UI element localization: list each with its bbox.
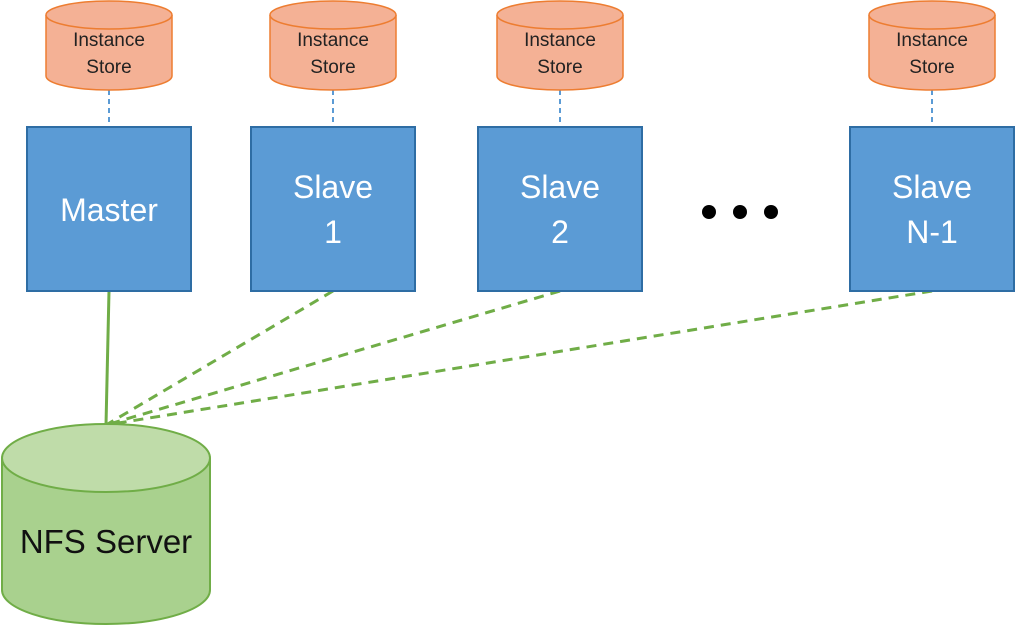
instance-store-label-line1: Instance bbox=[896, 30, 968, 51]
instance-store-label-line2: Store bbox=[537, 57, 582, 78]
instance-store-1: Instance Store bbox=[269, 0, 397, 91]
node-slave-1-label-line1: Slave bbox=[293, 169, 373, 205]
node-master-label: Master bbox=[60, 192, 158, 228]
node-slave-n-1-label-line1: Slave bbox=[892, 169, 972, 205]
instance-store-label-line1: Instance bbox=[524, 30, 596, 51]
instance-store-label-line2: Store bbox=[909, 57, 954, 78]
node-slave-n-1-label-line2: N-1 bbox=[906, 214, 958, 250]
nfs-links bbox=[104, 289, 933, 427]
node-slave-1-label-line2: 1 bbox=[324, 214, 342, 250]
node-slave-n-1: Slave N-1 bbox=[849, 126, 1015, 292]
store-connectors bbox=[108, 90, 933, 127]
instance-store-0: Instance Store bbox=[45, 0, 173, 91]
nfs-server: NFS Server bbox=[0, 423, 211, 625]
node-slave-2-label-line1: Slave bbox=[520, 169, 600, 205]
node-slave-2: Slave 2 bbox=[477, 126, 643, 292]
ellipsis-dot bbox=[764, 205, 778, 219]
nfs-server-label: NFS Server bbox=[20, 523, 192, 560]
nfs-link-master bbox=[104, 290, 111, 426]
nfs-link-slave-n-1 bbox=[105, 289, 933, 427]
node-slave-2-label-line2: 2 bbox=[551, 214, 569, 250]
node-master: Master bbox=[26, 126, 192, 292]
instance-store-label-line1: Instance bbox=[73, 30, 145, 51]
nfs-link-slave-1 bbox=[105, 289, 334, 427]
ellipsis-dot bbox=[733, 205, 747, 219]
instance-store-label-line1: Instance bbox=[297, 30, 369, 51]
instance-store-2: Instance Store bbox=[496, 0, 624, 91]
instance-store-label-line2: Store bbox=[86, 57, 131, 78]
ellipsis-dots bbox=[702, 205, 778, 219]
ellipsis-dot bbox=[702, 205, 716, 219]
instance-store-3: Instance Store bbox=[868, 0, 996, 91]
node-slave-1: Slave 1 bbox=[250, 126, 416, 292]
nfs-link-slave-2 bbox=[105, 289, 561, 427]
instance-store-label-line2: Store bbox=[310, 57, 355, 78]
